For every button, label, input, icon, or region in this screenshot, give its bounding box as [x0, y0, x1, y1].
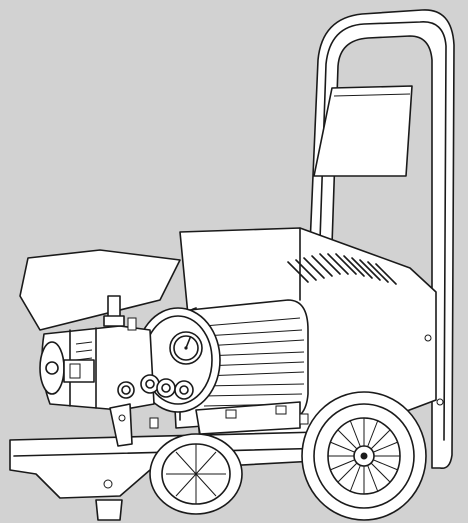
screw-icon: [436, 398, 444, 406]
pressure-gauge: [169, 331, 203, 365]
pump-end-cap: [39, 341, 65, 395]
bolt-icon: [299, 413, 309, 425]
handle-frame[interactable]: [309, 9, 455, 470]
bolt-icon: [225, 409, 237, 419]
bolt-icon: [103, 479, 113, 489]
rear-wheel: [149, 433, 243, 515]
support-foot: [95, 499, 123, 521]
bolt-icon: [275, 405, 287, 415]
unloader-valve[interactable]: [103, 295, 137, 331]
front-shroud: [19, 249, 181, 331]
bolt-icon: [149, 417, 159, 429]
front-wheel: [301, 391, 427, 521]
handle-grip-panel: [313, 85, 413, 177]
vent-slots: [287, 253, 397, 285]
mounting-bracket: [109, 403, 133, 447]
chassis-bolts: [149, 413, 309, 429]
screw-icon: [424, 334, 432, 342]
pump-head: [39, 325, 155, 411]
outlet-fittings[interactable]: [117, 374, 194, 400]
bolt-icon: [118, 414, 126, 422]
